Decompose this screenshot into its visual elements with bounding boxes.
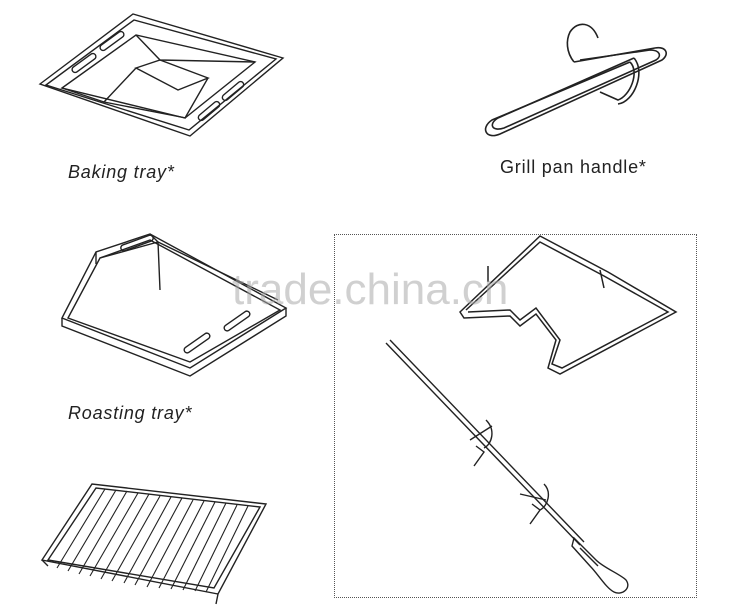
grill-pan-handle-drawing (484, 23, 667, 137)
wire-rack-drawing (40, 483, 268, 605)
rotisserie-spit-drawing (385, 339, 629, 594)
baking-tray-label: Baking tray* (68, 162, 175, 182)
roasting-tray-label: Roasting tray* (68, 403, 193, 423)
watermark-text: trade.china.cn (232, 265, 509, 314)
roasting-tray-drawing (61, 233, 288, 377)
baking-tray-drawing (38, 13, 285, 137)
rotisserie-kit-frame (334, 234, 697, 598)
grill-pan-handle-label: Grill pan handle* (500, 157, 647, 177)
rotisserie-support-drawing (459, 235, 678, 375)
